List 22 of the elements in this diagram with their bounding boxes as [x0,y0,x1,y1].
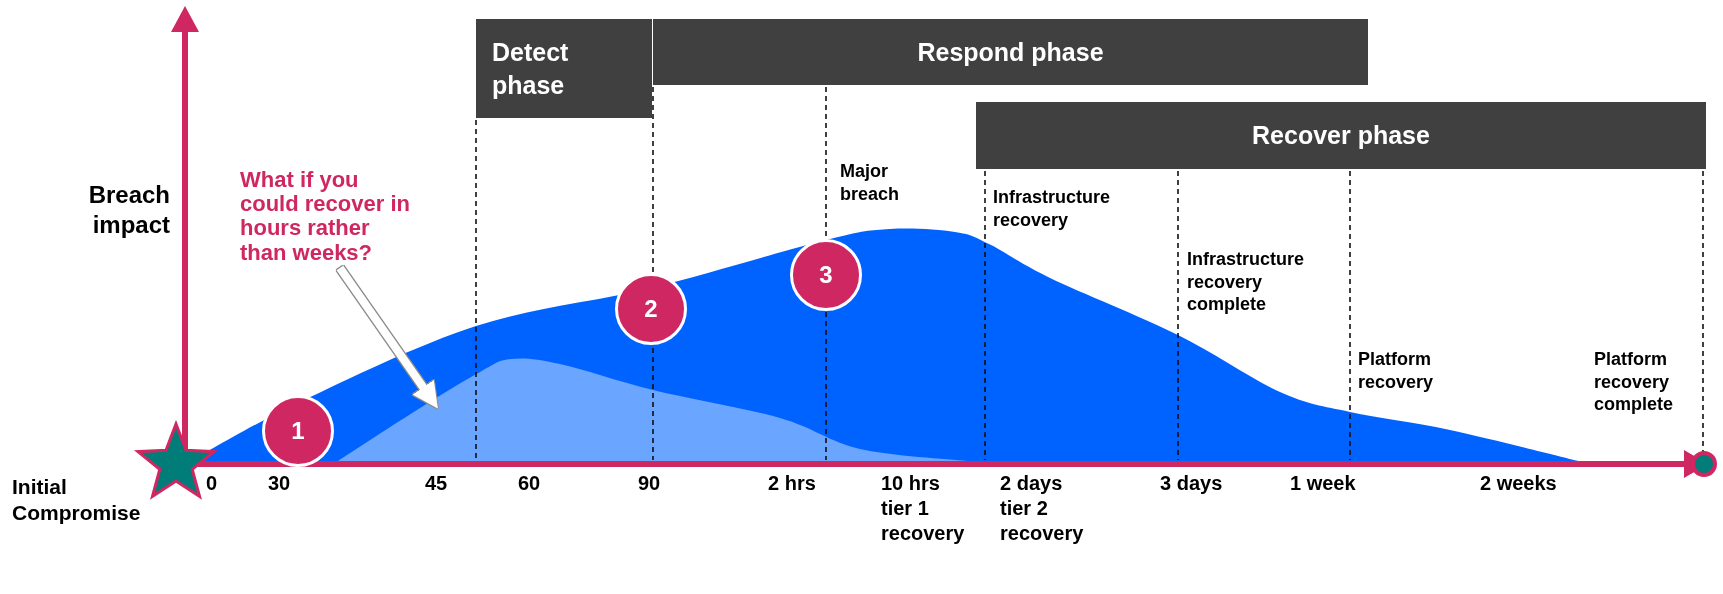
tick-label: 45 [425,471,449,496]
milestone-label: Major breach [840,160,901,205]
tick-label: 2 hrs [768,471,817,496]
tick-label: 2 weeks [1480,471,1558,496]
tick-label: 10 hrs tier 1 recovery [881,471,966,546]
tick-label: 1 week [1290,471,1357,496]
tick-label: 3 days [1160,471,1224,496]
axis-title: Initial Compromise [12,474,142,527]
milestone-label: Infrastructure recovery complete [1187,248,1306,316]
milestone-label: Infrastructure recovery [993,186,1112,231]
axis-title: Breach impact [87,180,170,240]
milestone-label: Platform recovery [1358,348,1435,393]
milestone-label: Platform recovery complete [1594,348,1675,416]
tick-label: 60 [518,471,542,496]
tick-label: 2 days tier 2 recovery [1000,471,1085,546]
tick-label: 90 [638,471,662,496]
tick-label: 0 [206,471,219,496]
callout-question: What if you could recover in hours rather than weeks? [240,168,412,268]
phase-banner: Detect phase [476,19,652,118]
tick-label: 30 [268,471,292,496]
phase-banner: Respond phase [653,19,1368,85]
phase-banner: Recover phase [976,102,1706,169]
